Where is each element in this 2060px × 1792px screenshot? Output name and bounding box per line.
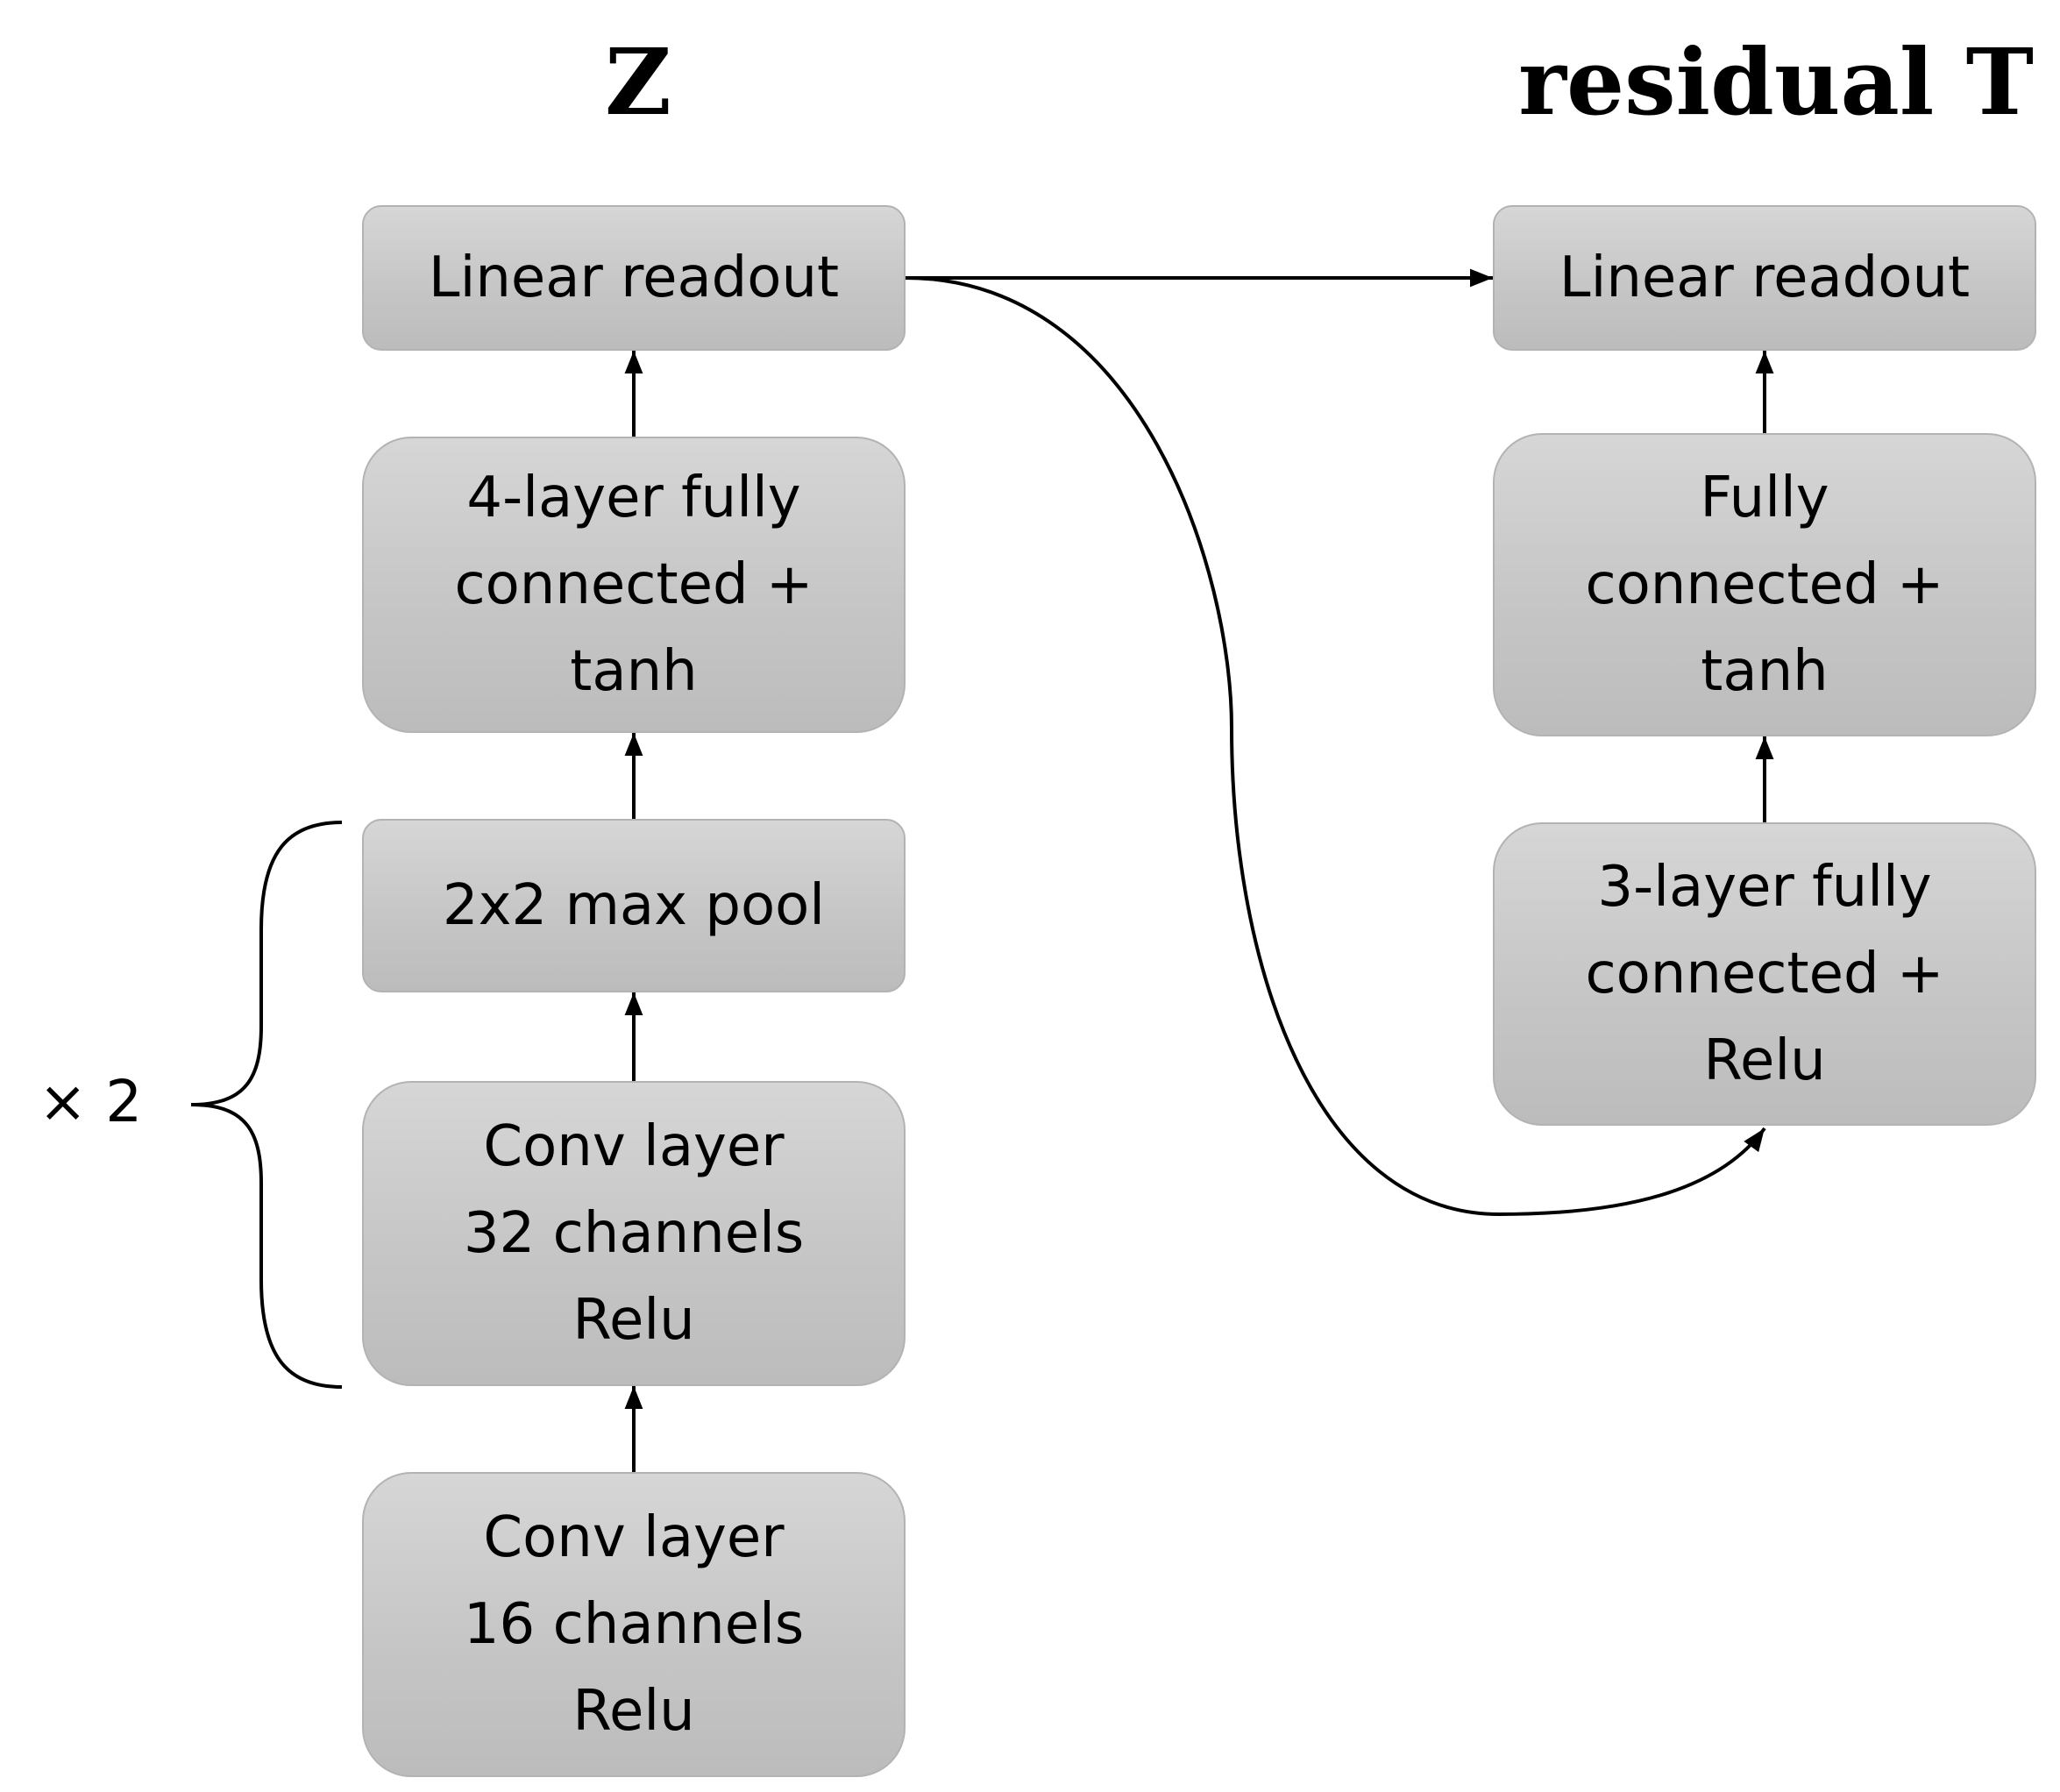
node-text-line: tanh: [1701, 638, 1829, 704]
node-text-line: Relu: [572, 1678, 695, 1744]
max-pool-node: 2x2 max pool: [362, 819, 906, 992]
node-text-line: Linear readout: [1559, 245, 1971, 310]
node-text-line: 4-layer fully: [466, 465, 801, 530]
node-text-line: tanh: [570, 638, 698, 704]
conv16-node: Conv layer 16 channels Relu: [362, 1472, 906, 1777]
conv32-node: Conv layer 32 channels Relu: [362, 1081, 906, 1386]
node-text-line: connected +: [1585, 551, 1944, 617]
node-text-line: connected +: [454, 551, 813, 617]
node-text-line: Fully: [1700, 465, 1829, 530]
repeat-brace: [190, 821, 343, 1389]
node-text-line: Relu: [572, 1287, 695, 1353]
fc-tanh-node: Fully connected + tanh: [1493, 433, 2036, 736]
repeat-count-label: × 2: [39, 1068, 143, 1135]
linear-readout-z-node: Linear readout: [362, 205, 906, 351]
residual-t-title: residual T: [1518, 28, 2034, 136]
fc3-relu-node: 3-layer fully connected + Relu: [1493, 822, 2036, 1126]
edge-linear-left-to-fc3: [905, 276, 1766, 1217]
linear-readout-t-node: Linear readout: [1493, 205, 2036, 351]
node-text-line: 32 channels: [463, 1200, 805, 1266]
node-text-line: Conv layer: [483, 1504, 785, 1570]
fc4-tanh-node: 4-layer fully connected + tanh: [362, 437, 906, 733]
node-text-line: Relu: [1703, 1028, 1826, 1093]
z-title: Z: [605, 28, 671, 136]
node-text-line: 2x2 max pool: [442, 872, 826, 938]
node-text-line: 3-layer fully: [1597, 854, 1932, 920]
node-text-line: 16 channels: [463, 1591, 805, 1657]
node-text-line: Linear readout: [428, 245, 840, 310]
node-text-line: Conv layer: [483, 1113, 785, 1179]
node-text-line: connected +: [1585, 941, 1944, 1006]
